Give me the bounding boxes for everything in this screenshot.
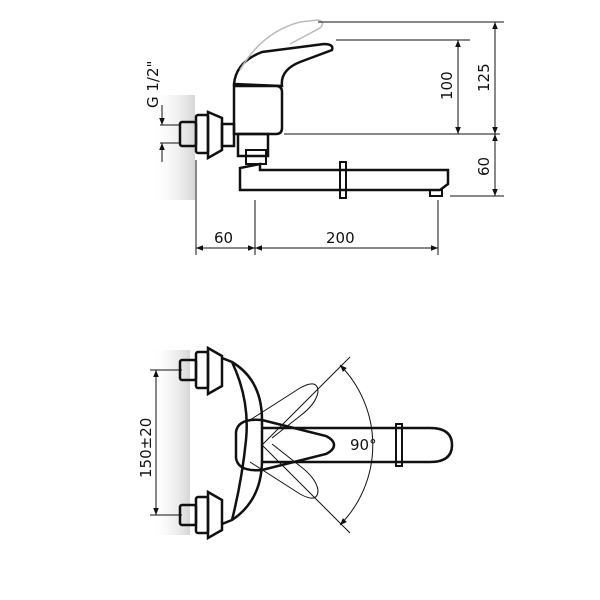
wall-offset-label: 60 (214, 229, 233, 247)
aerator-side (429, 189, 443, 197)
spout-top (262, 426, 454, 464)
side-view: G 1/2" 100 125 60 60 200 (144, 19, 504, 255)
rotation-dimension (261, 356, 374, 534)
spout-ring-side (339, 161, 347, 199)
lever-handle-side (232, 42, 334, 88)
reach-dimensions (195, 160, 439, 255)
spout-side (238, 162, 450, 192)
lever-handle-top (234, 418, 336, 472)
mixer-body-side (232, 84, 284, 136)
top-view: 150±20 90° (137, 345, 454, 541)
lever-handle-raised (239, 19, 324, 71)
thread-dimension (159, 105, 180, 162)
height-dimensions (284, 21, 504, 197)
height-100-label: 100 (438, 71, 456, 100)
centers-dimension (150, 369, 182, 516)
centers-label: 150±20 (137, 418, 155, 478)
mixer-body-top (221, 356, 264, 526)
thread-label: G 1/2" (144, 61, 162, 108)
spout-height-label: 60 (475, 157, 493, 176)
spout-reach-label: 200 (326, 229, 355, 247)
rotation-label: 90° (350, 436, 377, 454)
spout-ring-top (395, 423, 403, 467)
wall-shade-side (150, 95, 195, 200)
body-lower-side (236, 132, 270, 158)
lever-ghost-rotated (249, 383, 319, 439)
lever-ghost-rotated-2 (249, 443, 319, 499)
height-125-label: 125 (475, 63, 493, 92)
